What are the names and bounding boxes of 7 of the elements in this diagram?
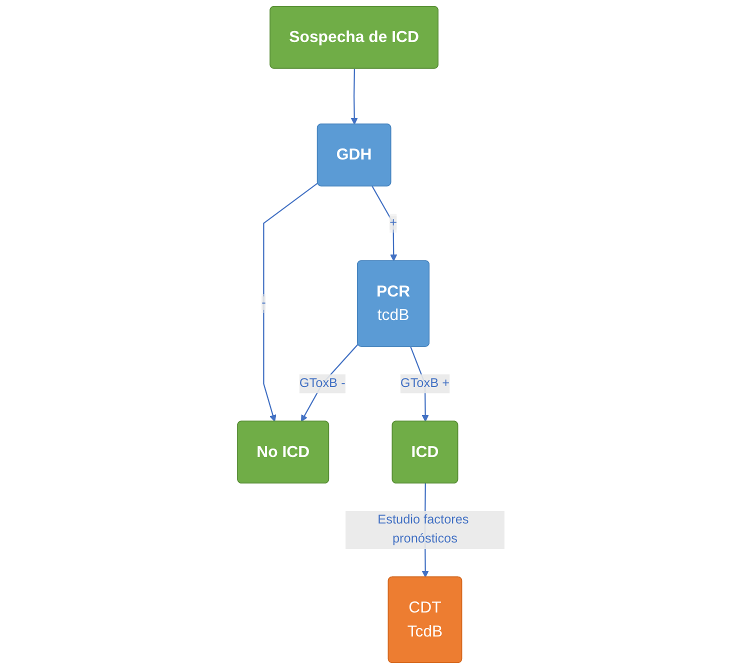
edge-label: + <box>390 216 397 230</box>
arrow <box>263 182 318 422</box>
edge-label: - <box>262 296 266 310</box>
arrow <box>350 68 358 125</box>
edge-label: Estudio factores pronósticos <box>378 513 469 546</box>
edge-label: GToxB - <box>299 376 346 390</box>
edge-label: GToxB + <box>400 376 450 390</box>
